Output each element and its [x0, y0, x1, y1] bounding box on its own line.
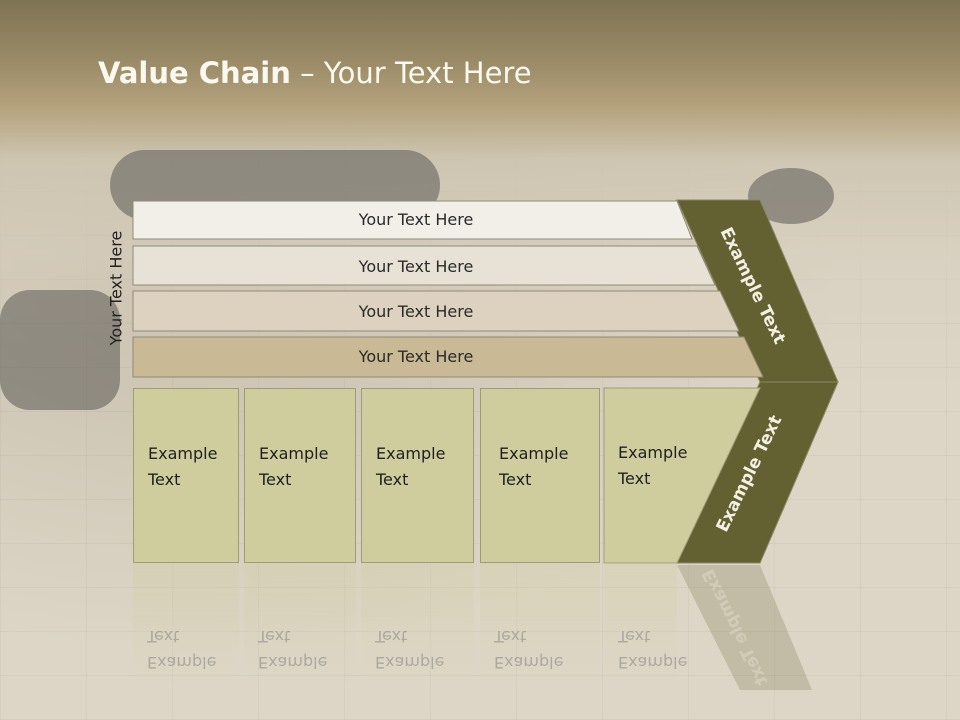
band-3-label: Your Text Here	[358, 302, 474, 321]
title-bold-part: Value Chain	[98, 56, 291, 90]
background-leg-shape	[0, 290, 120, 410]
band-2	[132, 245, 716, 286]
band-1-label: Your Text Here	[358, 210, 474, 229]
band-1	[132, 200, 693, 240]
band-3	[132, 290, 740, 332]
band-4-label: Your Text Here	[358, 347, 474, 366]
title-rest-part: – Your Text Here	[290, 56, 532, 90]
band-2-label: Your Text Here	[358, 257, 474, 276]
box-5-shape	[603, 387, 761, 564]
band-4	[132, 336, 764, 378]
chevron-reflection	[677, 565, 812, 690]
slide-title: Value Chain – Your Text Here	[98, 56, 532, 90]
